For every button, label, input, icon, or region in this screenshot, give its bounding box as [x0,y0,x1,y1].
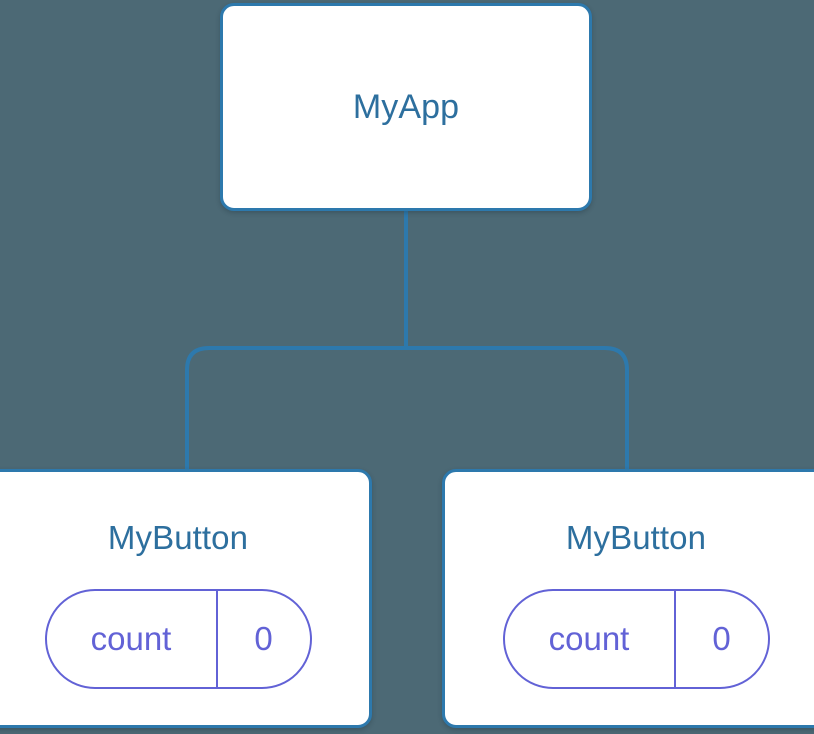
state-value[interactable]: 0 [254,620,273,657]
tree-node-mybutton-2[interactable]: MyButton count 0 [442,469,814,728]
state-value[interactable]: 0 [712,620,731,657]
node-title: MyButton [565,519,707,556]
connector-to-left-child [185,346,406,470]
state-pill[interactable]: count 0 [502,589,770,689]
state-key: count [47,591,218,687]
node-title: MyButton [107,519,249,556]
tree-node-mybutton-1[interactable]: MyButton count 0 [0,469,372,728]
connector-to-right-child [406,346,629,470]
state-key: count [505,591,676,687]
node-title: MyApp [352,88,460,126]
node-body: MyButton count 0 [0,472,369,689]
tree-node-myapp[interactable]: MyApp [220,3,592,211]
state-pill[interactable]: count 0 [44,589,312,689]
node-body: MyButton count 0 [445,472,814,689]
